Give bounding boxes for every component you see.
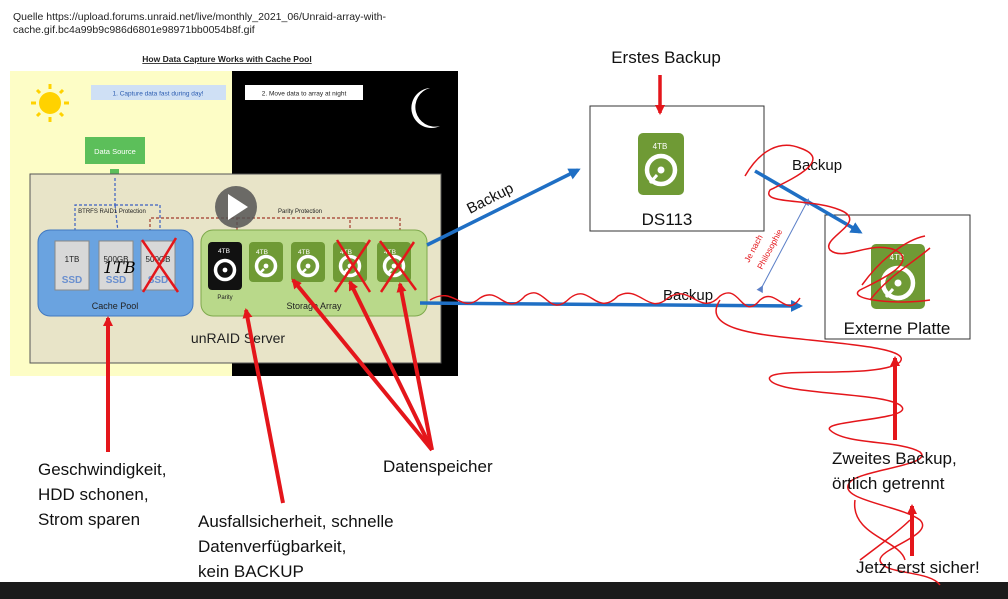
zweites-line-1: Zweites Backup, <box>832 449 957 468</box>
ausfall-line-1: Ausfallsicherheit, schnelle <box>198 512 394 531</box>
svg-text:1TB: 1TB <box>65 255 80 264</box>
geschwindigkeit-text: Geschwindigkeit, HDD schonen, Strom spar… <box>38 457 167 532</box>
svg-text:500GB: 500GB <box>104 255 129 264</box>
ssd-1: 1TB SSD <box>54 240 90 291</box>
hdd-1: 4TB <box>247 240 285 284</box>
svg-text:4TB: 4TB <box>218 248 230 255</box>
hdd-cross-outs <box>333 239 418 293</box>
ausfall-text: Ausfallsicherheit, schnelle Datenverfügb… <box>198 509 394 584</box>
zweites-backup-text: Zweites Backup, örtlich getrennt <box>832 446 957 496</box>
svg-text:4TB: 4TB <box>298 249 310 256</box>
sun-icon <box>31 84 69 122</box>
svg-text:SSD: SSD <box>62 275 83 286</box>
geschwindigkeit-line-2: HDD schonen, <box>38 485 149 504</box>
svg-text:500GB: 500GB <box>146 255 171 264</box>
erstes-backup-label: Erstes Backup <box>611 48 721 67</box>
scribble-backup-line <box>429 292 801 308</box>
data-source-label: Data Source <box>94 147 136 156</box>
source-line-2: cache.gif.bc4a99b9c986d6801e98971bb0054b… <box>13 24 255 36</box>
ds113-label: DS113 <box>642 210 693 229</box>
backup-label-2: Backup <box>792 157 842 174</box>
ssd-2: 500GB SSD <box>98 240 134 291</box>
moon-icon <box>411 88 440 128</box>
btrfs-label: BTRFS RAID1 Protection <box>78 209 146 215</box>
scribble-externe-platte <box>744 144 931 303</box>
philosophie-arrow <box>756 198 809 294</box>
parity-disk: 4TB Parity <box>208 242 242 301</box>
handwritten-1tb: 1TB <box>103 258 136 277</box>
unraid-server-label: unRAID Server <box>191 330 285 346</box>
jetzt-sicher-text: Jetzt erst sicher! <box>856 558 980 577</box>
backup-arrow-to-ds113 <box>426 168 581 247</box>
svg-text:SSD: SSD <box>148 275 169 286</box>
ssd-cross-out <box>140 237 180 293</box>
zweites-line-2: örtlich getrennt <box>832 474 945 493</box>
ausfall-arrow <box>242 308 285 504</box>
data-source-box <box>85 137 145 164</box>
backup-arrow-to-extern <box>419 299 803 312</box>
ausfall-line-3: kein BACKUP <box>198 562 304 581</box>
step1-text: 1. Capture data fast during day! <box>112 91 203 98</box>
source-line-1: Quelle https://upload.forums.unraid.net/… <box>13 11 386 23</box>
externe-disk-icon: 4TB <box>871 244 925 309</box>
ausfall-line-2: Datenverfügbarkeit, <box>198 537 347 556</box>
datenspeicher-arrows <box>291 278 434 452</box>
svg-text:SSD: SSD <box>106 275 127 286</box>
geschwindigkeit-line-3: Strom sparen <box>38 510 141 529</box>
svg-text:4TB: 4TB <box>256 249 268 256</box>
svg-text:4TB: 4TB <box>653 142 668 151</box>
hdd-2: 4TB <box>289 240 327 284</box>
step2-box <box>245 85 363 100</box>
scribble-bottom-right <box>715 299 941 586</box>
parity-protection-label: Parity Protection <box>278 209 322 215</box>
step2-text: 2. Move data to array at night <box>262 91 347 98</box>
geschwindigkeit-line-1: Geschwindigkeit, <box>38 460 167 479</box>
step1-box <box>91 85 226 100</box>
play-button-icon[interactable] <box>215 186 257 228</box>
svg-text:4TB: 4TB <box>890 253 905 262</box>
cache-pool-label: Cache Pool <box>92 301 139 311</box>
externe-platte-label: Externe Platte <box>844 319 951 338</box>
datenspeicher-text: Datenspeicher <box>383 457 493 476</box>
ds113-disk-icon: 4TB <box>638 133 684 195</box>
parity-label: Parity <box>217 295 232 301</box>
diagram-title: How Data Capture Works with Cache Pool <box>142 54 311 64</box>
